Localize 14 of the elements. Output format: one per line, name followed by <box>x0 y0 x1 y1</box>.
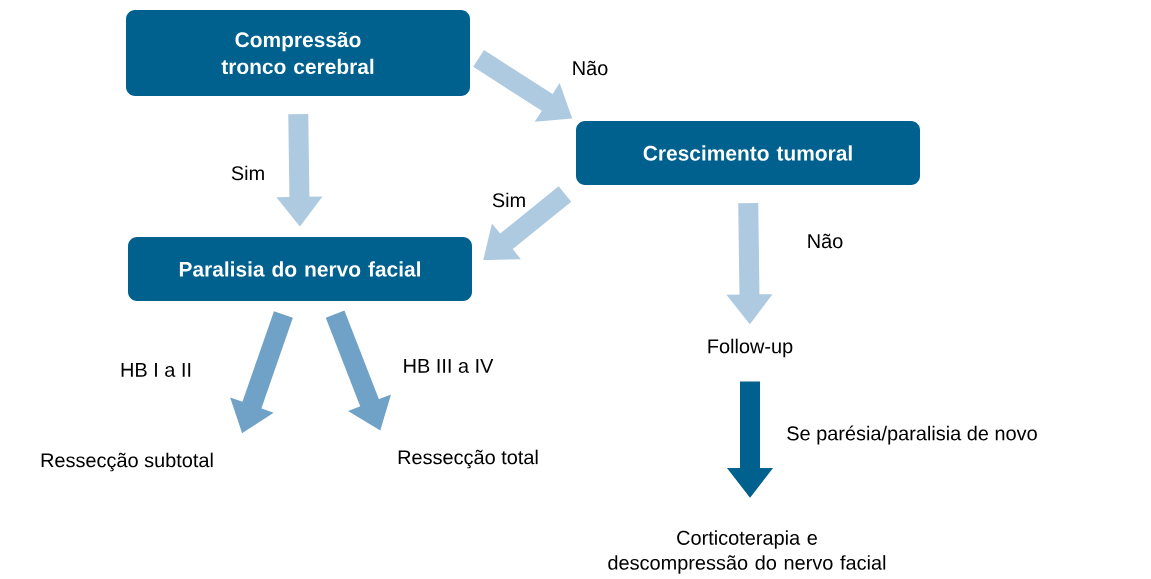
edge-label: Se parésia/paralisia de novo <box>785 424 1039 446</box>
outcome-text: Follow-up <box>708 338 793 358</box>
edge-label: HB III a IV <box>401 358 495 374</box>
edge-label: HB I a II <box>119 362 193 378</box>
decision-box: Compressão tronco cerebral <box>126 10 470 96</box>
edge-label: Sim <box>490 191 528 209</box>
edge-label: Não <box>805 232 845 250</box>
edge-label: Sim <box>229 164 267 182</box>
decision-box: Paralisia do nervo facial <box>128 237 472 301</box>
edge-label: Não <box>570 59 610 77</box>
outcome-text: Ressecção total <box>398 449 538 469</box>
decision-box: Crescimento tumoral <box>576 121 920 185</box>
outcome-text: Corticoterapia e descompressão do nervo facial <box>608 530 886 574</box>
outcome-text: Ressecção subtotal <box>41 452 213 472</box>
